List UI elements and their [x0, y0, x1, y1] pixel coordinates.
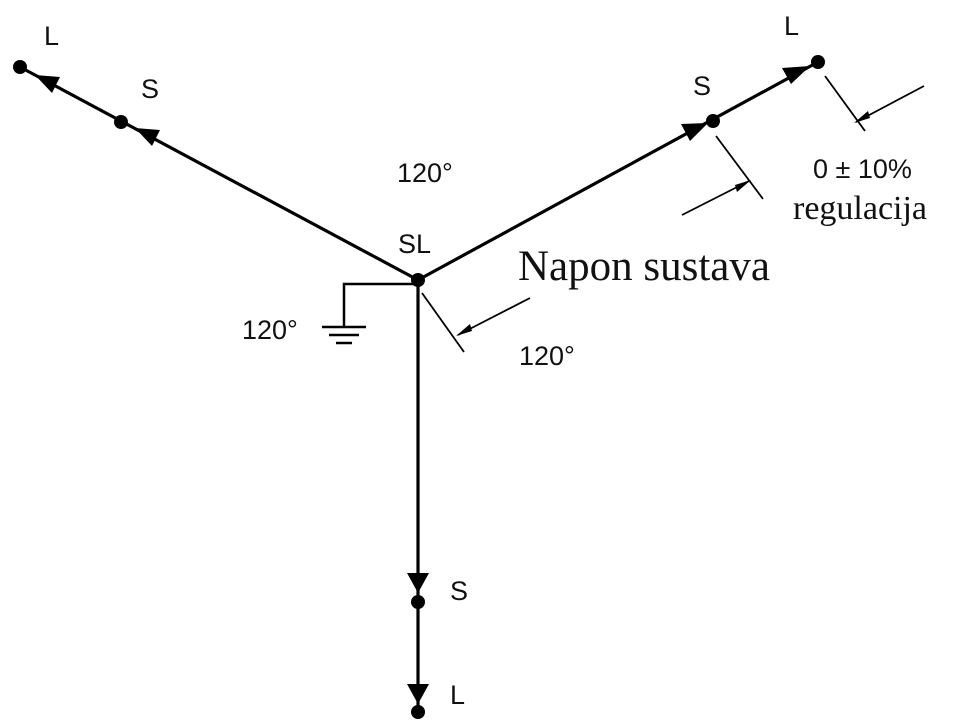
tick-line-system-voltage [715, 135, 764, 200]
arrowhead-icon [135, 128, 160, 146]
label-l-down: L [450, 680, 465, 710]
labels: L S L S S L SL 120° 120° 120° 0 ± 10% re… [44, 11, 927, 710]
tick-line-regulation [824, 75, 866, 132]
label-angle-top: 120° [397, 158, 453, 188]
label-angle-right: 120° [519, 341, 575, 371]
label-l-upper-left: L [44, 21, 59, 51]
arrowhead-icon [735, 180, 751, 192]
arrowhead-icon [782, 66, 810, 84]
label-center-sl: SL [398, 229, 431, 259]
node-dot-right-l [811, 55, 825, 69]
node-dot-down-s [411, 595, 425, 609]
node-dot-down-l [411, 705, 425, 719]
label-regulation-value: 0 ± 10% [813, 154, 912, 184]
label-l-upper-right: L [784, 11, 799, 41]
label-s-down: S [450, 576, 468, 606]
arrowhead-icon [456, 324, 472, 336]
node-dot-left-l [13, 60, 27, 74]
phasor-upper-right [416, 60, 820, 282]
node-dot-right-s [706, 114, 720, 128]
arrowhead-icon [407, 684, 429, 704]
nodes [13, 55, 825, 719]
label-system-voltage: Napon sustava [518, 243, 770, 290]
label-angle-left: 120° [242, 315, 298, 345]
node-dot-left-s [114, 115, 128, 129]
label-s-upper-left: S [141, 74, 159, 104]
arrowhead-icon [854, 111, 870, 123]
indicator-lines [421, 75, 925, 353]
tick-line-angle [421, 292, 465, 353]
phasor-upper-left [18, 65, 420, 282]
arrowhead-icon [681, 123, 708, 141]
phasor-lines [18, 60, 820, 714]
arrowhead-icon [407, 573, 429, 593]
arrowheads [35, 66, 810, 704]
ground-icon [322, 282, 420, 345]
arrowhead-icon [35, 75, 60, 93]
label-s-upper-right: S [693, 71, 711, 101]
label-regulation-word: regulacija [793, 190, 927, 227]
